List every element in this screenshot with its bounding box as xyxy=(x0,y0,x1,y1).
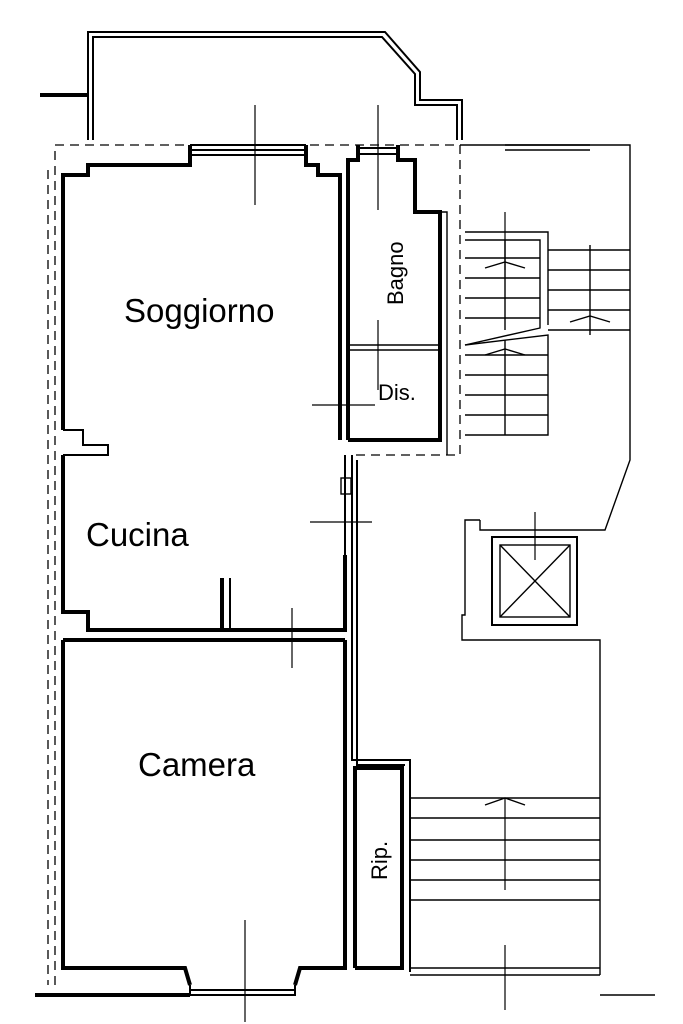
label-disimpegno: Dis. xyxy=(378,380,416,405)
living-kitchen-walls xyxy=(61,144,347,632)
label-soggiorno: Soggiorno xyxy=(124,292,274,329)
label-ripostiglio: Rip. xyxy=(367,841,392,880)
storage-walls xyxy=(353,766,404,970)
bedroom-walls xyxy=(35,638,347,997)
lower-staircase xyxy=(409,760,655,1010)
label-bagno: Bagno xyxy=(383,241,408,305)
bathroom-walls xyxy=(346,145,448,455)
upper-staircase xyxy=(460,144,631,531)
elevator-shaft xyxy=(461,512,601,975)
corridor-walls xyxy=(340,455,411,972)
balcony xyxy=(40,31,463,140)
axis-marks xyxy=(244,105,379,1022)
label-cucina: Cucina xyxy=(86,516,189,553)
label-camera: Camera xyxy=(138,746,256,783)
